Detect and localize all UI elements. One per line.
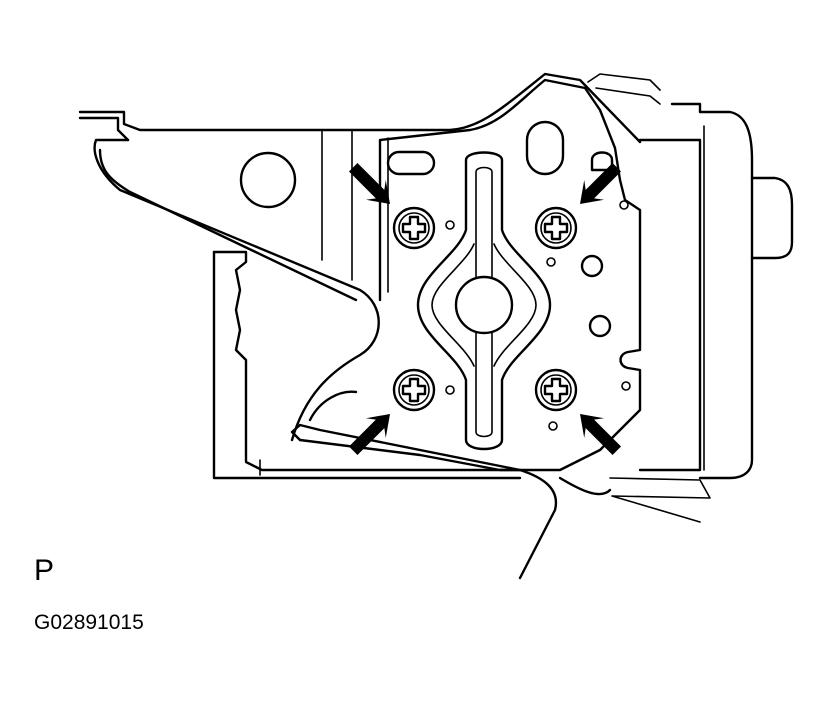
top-spring <box>587 73 661 105</box>
lower-hook <box>290 390 711 580</box>
top-slot-right <box>525 120 565 176</box>
top-slot-left <box>386 150 436 176</box>
bracket-hole <box>239 151 297 209</box>
latch-plate <box>298 78 642 472</box>
latch-housing <box>638 102 794 480</box>
view-label: P <box>34 554 55 587</box>
center-pivot <box>454 275 514 335</box>
arrow-icon <box>348 414 390 456</box>
arrow-icon <box>580 414 622 456</box>
bolt <box>534 368 578 412</box>
bolt <box>392 206 436 250</box>
figure-code: G02891015 <box>34 611 144 634</box>
lower-frame <box>212 250 522 480</box>
bolt <box>392 368 436 412</box>
arrow-icon <box>348 162 390 204</box>
center-cam <box>416 151 552 451</box>
bolt <box>534 206 578 250</box>
upper-bracket <box>78 72 642 442</box>
arrow-icon <box>580 162 622 204</box>
